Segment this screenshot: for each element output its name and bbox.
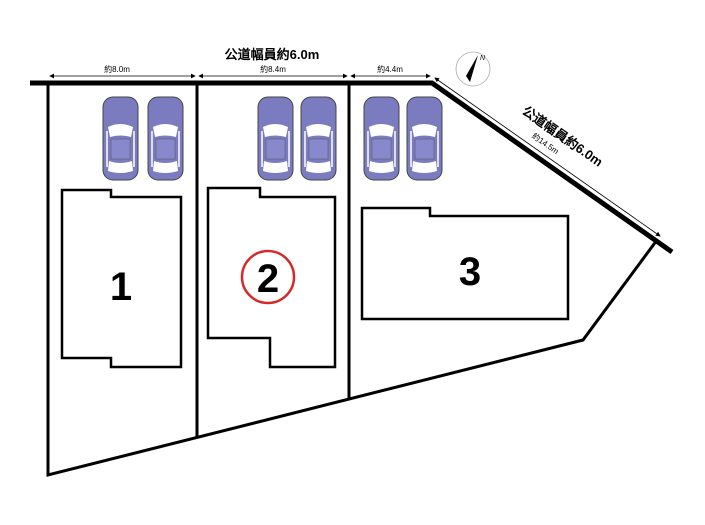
lot-number-2: 2 (257, 257, 279, 301)
car-icon (257, 96, 294, 181)
house-lot3 (360, 206, 570, 321)
lot-number-3: 3 (459, 250, 481, 294)
lot-boundary (46, 83, 659, 477)
lot-number-1: 1 (110, 265, 132, 309)
house-lot2 (206, 186, 337, 369)
frontage-lot1: 約8.0m (104, 64, 130, 74)
car-icon (102, 96, 139, 181)
car-icon (300, 96, 337, 181)
compass-icon: N (455, 51, 491, 87)
road-top-label: 公道幅員約6.0m (225, 47, 320, 62)
frontage-lot2: 約8.4m (260, 64, 286, 74)
car-icon (147, 96, 184, 181)
highlight-circle (240, 249, 296, 305)
dimension-line-diagonal (434, 77, 661, 237)
car-icon (363, 96, 400, 181)
svg-text:N: N (480, 55, 486, 62)
frontage-lot3: 約4.4m (377, 64, 403, 74)
house-lot1 (60, 188, 183, 369)
car-icon (406, 96, 443, 181)
